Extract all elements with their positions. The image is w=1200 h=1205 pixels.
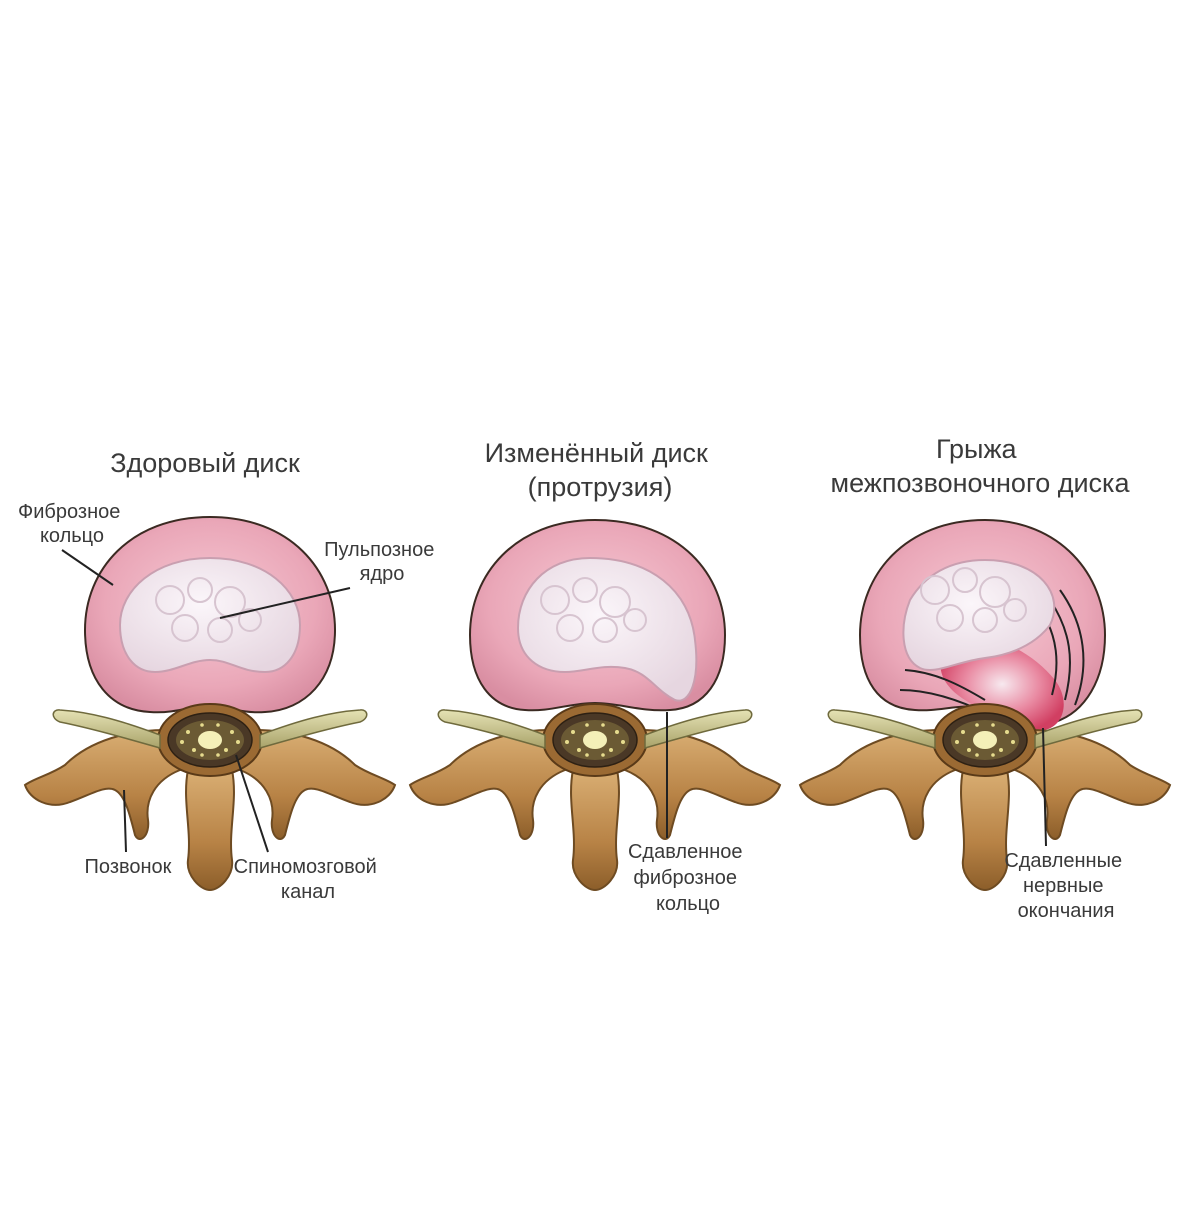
- label-vertebra: Позвонок: [85, 856, 172, 878]
- leader-pulpous-nucleus: [219, 587, 351, 619]
- panel-herniation: Грыжа межпозвоночного диска Сдавленные н…: [799, 434, 1171, 922]
- label-pulpous-nucleus: Пульпозное ядро: [324, 539, 440, 585]
- panel-healthy-disc: Здоровый диск Фиброзное кольцо Пульпозно…: [18, 448, 440, 903]
- pulpous-nucleus: [902, 558, 1056, 672]
- leader-fibrous-ring: [61, 549, 114, 586]
- label-compressed-nerves: Сдавленные нервные окончания: [1004, 850, 1127, 922]
- herniated-disc: [858, 518, 1107, 731]
- leader-spinal-canal: [235, 754, 269, 853]
- leader-vertebra: [123, 789, 127, 853]
- protruded-disc: [468, 518, 727, 712]
- label-spinal-canal: Спиномозговой канал: [234, 856, 383, 903]
- panel-title: Здоровый диск: [110, 448, 300, 478]
- leader-compressed-nerves: [1042, 727, 1047, 847]
- label-compressed-ring: Сдавленное фиброзное кольцо: [628, 841, 748, 915]
- panel-protrusion: Изменённый диск (протрузия) Сдавленное ф…: [409, 438, 781, 915]
- healthy-disc: [83, 515, 337, 714]
- panel-title: Грыжа межпозвоночного диска: [831, 434, 1131, 498]
- panel-title: Изменённый диск (протрузия): [485, 438, 716, 502]
- label-fibrous-ring: Фиброзное кольцо: [18, 501, 126, 547]
- pulpous-nucleus: [516, 556, 698, 702]
